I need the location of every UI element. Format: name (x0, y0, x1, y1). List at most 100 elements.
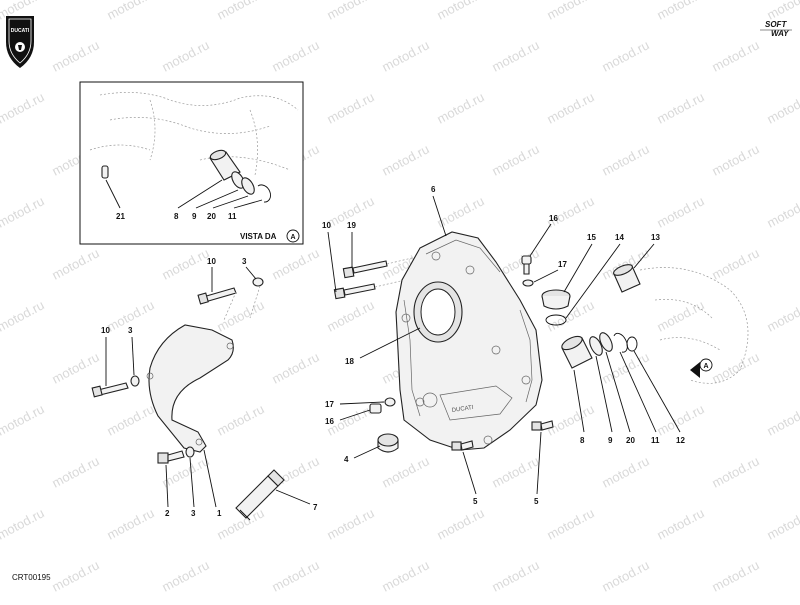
callout-5-right: 5 (534, 497, 539, 506)
callout-17-lower: 17 (325, 400, 334, 409)
watermark-text: motod.ru (654, 505, 706, 542)
callout-13: 13 (651, 233, 660, 242)
watermark-text: motod.ru (709, 453, 761, 490)
callout-inset-21: 21 (116, 212, 125, 221)
watermark-text: motod.ru (49, 349, 101, 386)
sleeve-13 (613, 264, 641, 293)
inset-pin-21 (101, 165, 109, 179)
watermark-text: motod.ru (0, 297, 47, 334)
bolt-19 (342, 260, 388, 279)
watermark-text: motod.ru (764, 401, 800, 438)
callout-18: 18 (345, 357, 354, 366)
inset-ring-9 (231, 171, 245, 189)
ring-20-main (599, 332, 613, 352)
watermark-text: motod.ru (434, 89, 486, 126)
watermark-text: motod.ru (709, 557, 761, 594)
callout-2: 2 (165, 509, 170, 518)
inset-view-marker-label: A (290, 234, 295, 241)
softway-logo-line1: SOFT (765, 20, 787, 29)
watermark-text: motod.ru (709, 349, 761, 386)
softway-logo-line2: WAY (771, 29, 789, 38)
watermark-text: motod.ru (49, 245, 101, 282)
o-ring-14 (545, 314, 567, 326)
watermark-text: motod.ru (379, 37, 431, 74)
watermark-text: motod.ru (159, 37, 211, 74)
callout-1: 1 (217, 509, 222, 518)
screw-5-right (531, 420, 554, 431)
callout-inset-8: 8 (174, 212, 179, 221)
washer-3-left (130, 375, 140, 387)
watermark-text: motod.ru (544, 0, 596, 23)
watermark-text: motod.ru (104, 505, 156, 542)
watermark-text: motod.ru (599, 141, 651, 178)
main-view-marker-label: A (703, 363, 708, 370)
callout-inset-20: 20 (207, 212, 216, 221)
watermark-text: motod.ru (104, 0, 156, 23)
watermark-text: motod.ru (0, 89, 47, 126)
callout-9: 9 (608, 436, 613, 445)
watermark-text: motod.ru (654, 0, 706, 23)
svg-text:DUCATI: DUCATI (451, 405, 474, 414)
watermark-text: motod.ru (214, 401, 266, 438)
watermark-text: motod.ru (709, 245, 761, 282)
watermark-text: motod.ru (49, 37, 101, 74)
watermark-text: motod.ru (324, 505, 376, 542)
watermark-text: motod.ru (764, 89, 800, 126)
watermark-text: motod.ru (489, 141, 541, 178)
sealant-tube-7 (235, 469, 285, 521)
washer-17-upper (522, 279, 534, 287)
callout-11: 11 (651, 436, 660, 445)
plug-16-upper (521, 255, 532, 275)
watermark-text: motod.ru (214, 0, 266, 23)
watermark-text: motod.ru (489, 453, 541, 490)
ducati-shield-icon: DUCATI (6, 16, 34, 68)
watermark-text: motod.ru (599, 37, 651, 74)
watermark-text: motod.ru (104, 401, 156, 438)
watermark-text: motod.ru (159, 557, 211, 594)
plug-16-lower (369, 403, 382, 414)
callout-16-upper: 16 (549, 214, 558, 223)
screw-10-upper (197, 287, 237, 305)
bolt-10-main (333, 283, 376, 300)
callout-10-upper: 10 (207, 257, 216, 266)
callout-6: 6 (431, 185, 436, 194)
watermark-text: motod.ru (654, 401, 706, 438)
watermark-text: motod.ru (379, 141, 431, 178)
inset-caption: VISTA DA (240, 232, 277, 241)
watermark-text: motod.ru (764, 297, 800, 334)
callout-3-lower: 3 (191, 509, 196, 518)
washer-17-lower (384, 397, 396, 407)
drawing-code: CRT00195 (12, 573, 51, 582)
side-cover-plate (146, 324, 234, 453)
callout-7: 7 (313, 503, 318, 512)
watermark-text: motod.ru (544, 401, 596, 438)
o-ring-12 (626, 336, 638, 352)
watermark-text: motod.ru (324, 89, 376, 126)
watermark-text: motod.ru (544, 193, 596, 230)
watermark-text: motod.ru (489, 557, 541, 594)
washer-3-lower (185, 446, 195, 458)
callout-20: 20 (626, 436, 635, 445)
watermark-text: motod.ru (379, 453, 431, 490)
watermark-text: motod.ru (709, 141, 761, 178)
callout-10-left: 10 (101, 326, 110, 335)
cap-4 (377, 433, 399, 453)
callout-12: 12 (676, 436, 685, 445)
watermark-text: motod.ru (49, 453, 101, 490)
callout-inset-11: 11 (228, 212, 237, 221)
watermark-text: motod.ru (709, 37, 761, 74)
watermark-text: motod.ru (764, 505, 800, 542)
watermark-text: motod.ru (599, 453, 651, 490)
watermark-text: motod.ru (214, 297, 266, 334)
washer-3-upper (252, 277, 264, 287)
callout-3-upper: 3 (242, 257, 247, 266)
inset-view-box: 21 8 9 20 11 VISTA DA A (79, 81, 304, 245)
ring-9-main (589, 336, 603, 356)
watermark-text: motod.ru (434, 505, 486, 542)
softway-logo-icon: SOFT WAY (760, 20, 792, 38)
watermark-text: motod.ru (324, 0, 376, 23)
watermark-text: motod.ru (159, 245, 211, 282)
watermark-text: motod.ru (0, 401, 47, 438)
circlip-11-main (613, 332, 628, 353)
